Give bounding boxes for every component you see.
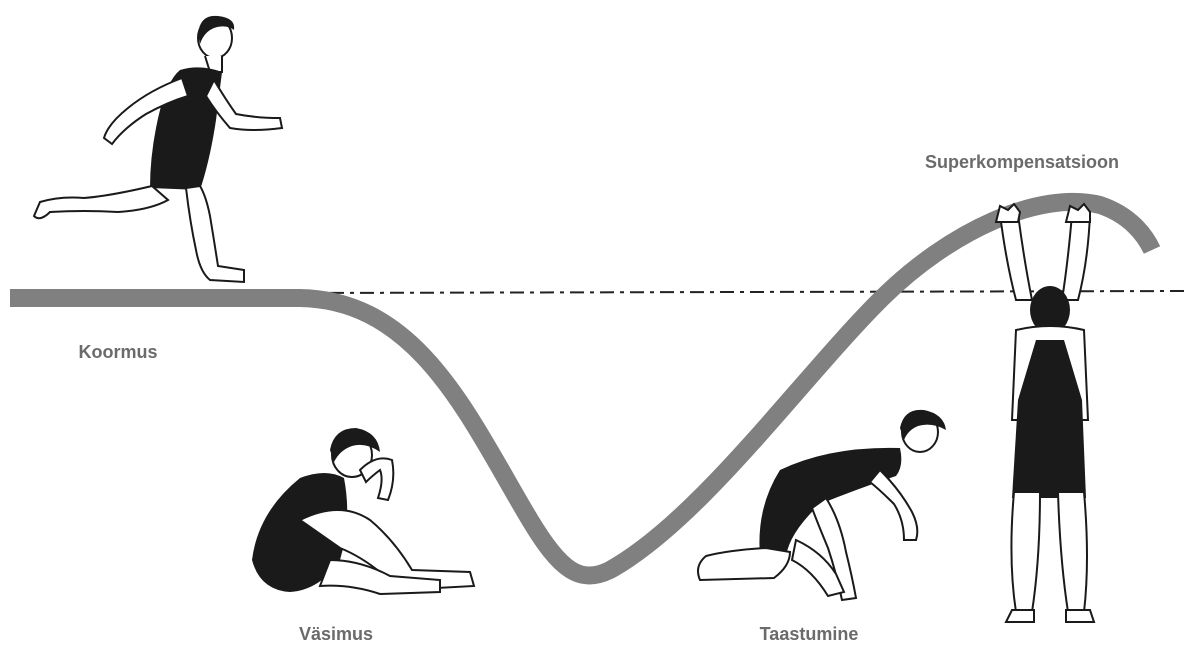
crouching-athlete-figure [698,410,946,600]
adaptation-curve [10,202,1152,576]
sitting-athlete-figure [252,428,474,594]
supercompensation-label: Superkompensatsioon [925,152,1119,173]
load-label: Koormus [78,342,157,363]
running-athlete-figure [34,16,282,282]
recovery-label: Taastumine [760,624,859,645]
fatigue-label: Väsimus [299,624,373,645]
reaching-athlete-figure [996,204,1094,622]
